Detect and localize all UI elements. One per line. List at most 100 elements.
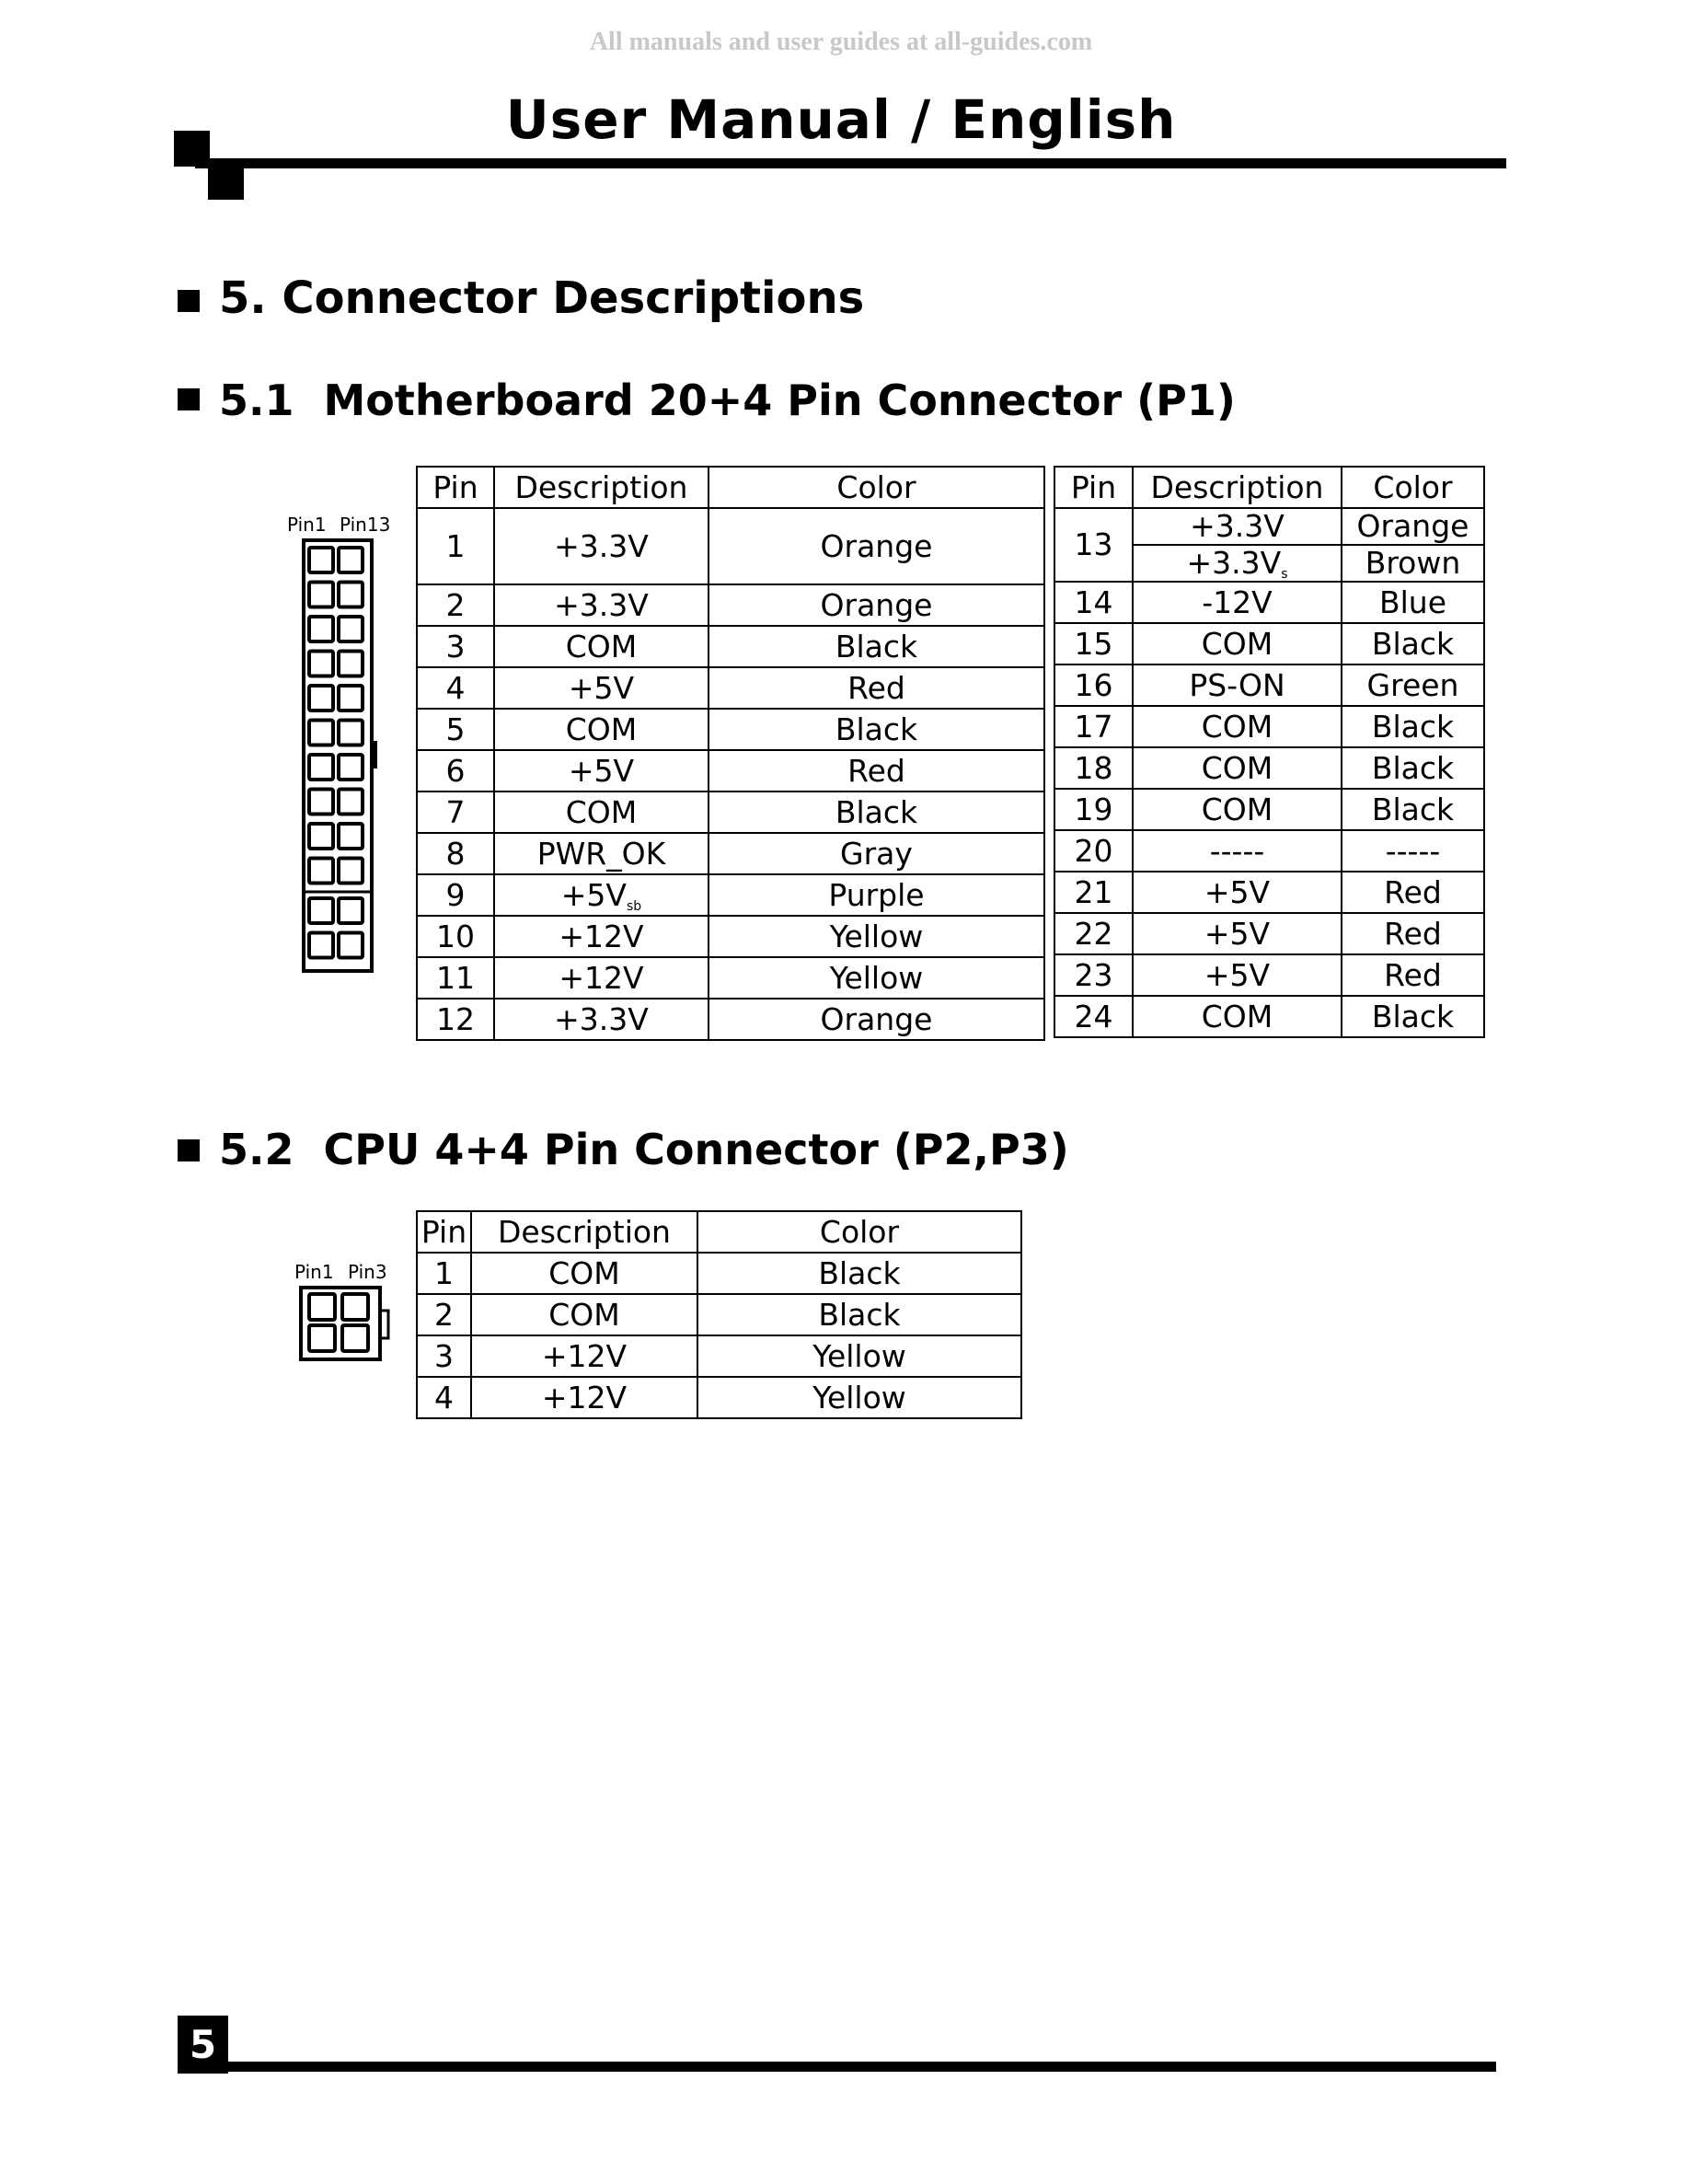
description-cell: +5V [1132,912,1342,955]
pin-cell-text: 3 [434,1337,454,1374]
pin-socket [340,1292,370,1322]
color-cell: Yellow [708,915,1045,958]
header-corner-square [208,164,244,200]
color-cell: Black [697,1293,1022,1336]
pin-cell-text: 22 [1074,915,1113,952]
description-cell: COM [493,625,709,668]
description-cell: +5Vsb [493,873,709,917]
pin-cell: 1 [416,1252,472,1295]
color-header: Color [708,466,1045,509]
pin-cell-text: 17 [1074,708,1113,745]
description-cell: COM [470,1252,698,1295]
pin-socket [337,856,364,885]
pin-socket [307,753,335,781]
pin-cell: 13 [1054,507,1134,583]
pin-cell: 18 [1054,746,1134,790]
section-bullet [178,290,200,312]
color-cell-text: Black [1371,708,1455,745]
color-cell: Yellow [708,956,1045,1000]
description-cell-text: COM [1201,625,1273,662]
color-cell: Black [1341,995,1485,1038]
color-cell: Orange [708,507,1045,585]
table-row: 16 PS-ON Green [1054,664,1485,707]
color-cell-text: Yellow [829,918,924,954]
header-corner-square [174,131,210,167]
description-header: Description [1132,466,1342,509]
pin1-label: Pin1 [287,514,327,536]
color-cell: Red [708,666,1045,710]
pin3-label: Pin3 [348,1261,387,1283]
description-cell: PS-ON [1132,664,1342,707]
section-5-1-title: 5.1 Motherboard 20+4 Pin Connector (P1) [219,376,1236,425]
pin-header: Pin [416,466,495,509]
color-cell-text: Brown [1365,545,1461,581]
pin-cell: 21 [1054,871,1134,914]
description-cell: +12V [493,956,709,1000]
pin-socket [337,718,364,747]
color-cell: Gray [708,832,1045,875]
pin-cell-text: 16 [1074,666,1113,703]
pin-cell: 9 [416,873,495,917]
color-cell-text: Green [1366,666,1459,703]
description-cell-text: +5V [1204,915,1271,952]
page-number: 5 [178,2016,228,2074]
description-cell-text: +12V [559,959,644,996]
color-cell: Red [1341,912,1485,955]
pin-cell-text: 7 [445,793,466,830]
color-cell: Black [697,1252,1022,1295]
pin-cell-text: 23 [1074,956,1113,993]
description-cell: +3.3Vs [1132,544,1342,583]
color-cell: Red [708,749,1045,792]
pin-socket [307,787,335,816]
color-cell: Black [1341,746,1485,790]
pin-socket [337,822,364,850]
description-cell-text: ----- [1209,832,1265,869]
description-cell-text: +3.3V [554,586,649,623]
color-cell-text: Black [835,711,918,747]
section-5-title: 5. Connector Descriptions [219,272,865,324]
pin-socket [307,856,335,885]
color-cell-text: Black [818,1254,901,1291]
pin-socket [307,684,335,712]
pin-cell: 12 [416,998,495,1041]
color-header: Color [1341,466,1485,509]
pin-socket [337,787,364,816]
pin-cell-text: 24 [1074,998,1113,1034]
description-cell-text: +3.3V [554,1000,649,1037]
color-cell-text: Yellow [812,1379,906,1416]
color-cell-text: Black [1371,749,1455,786]
pin-header: Pin [416,1210,472,1254]
pin-cell-text: 14 [1074,584,1113,620]
pin-cell-text: 11 [436,959,475,996]
description-cell-text: +12V [541,1379,628,1416]
pin-cell-text: 21 [1074,873,1113,910]
description-cell-text: COM [565,628,638,664]
pin-cell: 2 [416,584,495,627]
page-title: User Manual / English [505,88,1177,151]
color-cell: Purple [708,873,1045,917]
pin-cell: 1 [416,507,495,585]
connector-latch [372,741,377,768]
pin-socket [340,1323,370,1353]
pin-cell-text: 15 [1074,625,1113,662]
description-cell-text: +5V [560,876,628,913]
pin-cell-text: 3 [445,628,466,664]
pin-socket [337,546,364,574]
description-cell: +5V [1132,871,1342,914]
pin-socket [307,822,335,850]
color-header: Color [697,1210,1022,1254]
description-cell: +3.3V [493,998,709,1041]
description-cell: COM [470,1293,698,1336]
description-cell: +3.3V [493,584,709,627]
